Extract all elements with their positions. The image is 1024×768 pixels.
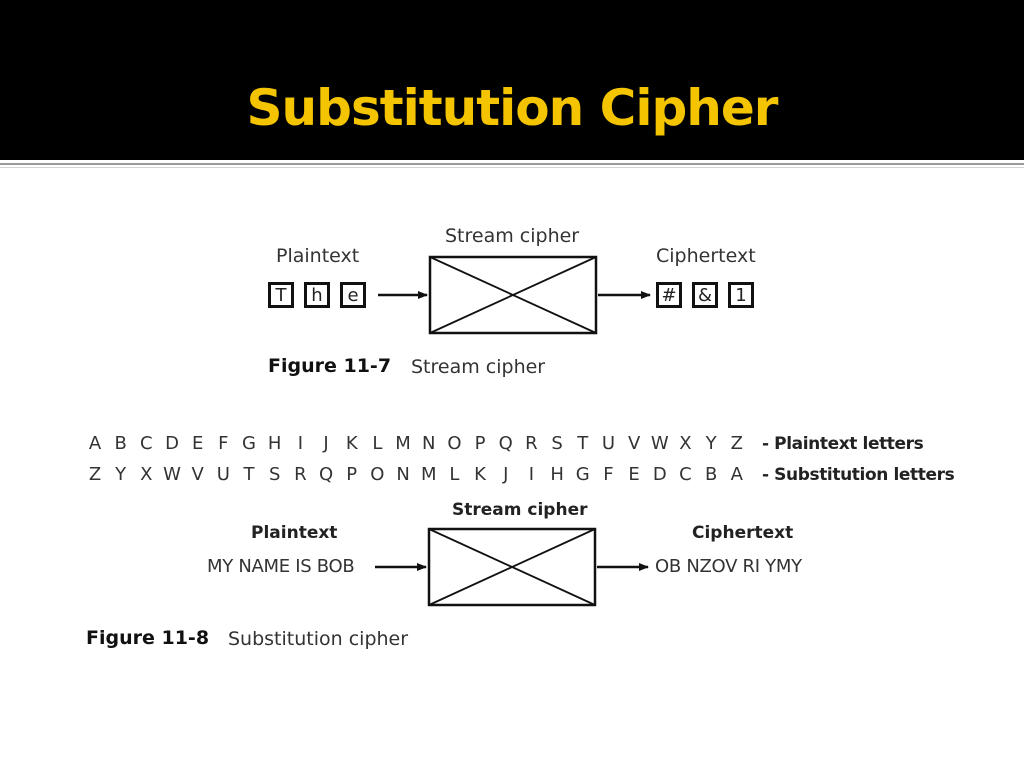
plaintext-letter: R (525, 433, 538, 454)
plaintext-letter: B (114, 433, 127, 454)
substitution-letter: V (191, 464, 204, 485)
plaintext-letter: Z (730, 433, 743, 454)
plaintext-letter: K (345, 433, 358, 454)
figure-caption: Substitution cipher (228, 628, 409, 650)
plaintext-letters-label: - Plaintext letters (762, 434, 924, 454)
ciphertext-label: Ciphertext (656, 245, 756, 267)
substitution-letter: L (449, 464, 460, 485)
box-diagonal (429, 256, 597, 334)
plaintext-letter: F (218, 433, 229, 454)
plaintext-char-box: h (304, 282, 330, 308)
plaintext-letter: W (650, 433, 669, 454)
plaintext-letter: S (551, 433, 563, 454)
plaintext-letter: E (192, 433, 204, 454)
plaintext-letter: J (323, 433, 329, 454)
substitution-letter: I (528, 464, 535, 485)
stream-cipher-box (427, 527, 597, 607)
header-divider-light (0, 167, 1024, 168)
substitution-letter: O (370, 464, 385, 485)
plaintext-letter: Q (498, 433, 513, 454)
substitution-letter: H (550, 464, 564, 485)
box-diagonal (428, 528, 596, 606)
figure-caption: Stream cipher (411, 356, 546, 378)
plaintext-letter: P (474, 433, 486, 454)
plaintext-letter: Y (705, 433, 717, 454)
slide-title: Substitution Cipher (246, 79, 779, 137)
stream-cipher-label: Stream cipher (445, 225, 580, 247)
plaintext-letter: L (372, 433, 383, 454)
figure-11-8-graphic (375, 527, 649, 607)
figure-11-7-graphic (378, 255, 651, 335)
ciphertext-char-box: & (692, 282, 718, 308)
plaintext-letter: H (267, 433, 282, 454)
plaintext-letter: T (577, 433, 589, 454)
substitution-letter: Z (88, 464, 102, 485)
substitution-letter: F (603, 464, 614, 485)
plaintext-letter: G (242, 433, 256, 454)
substitution-letter: T (243, 464, 255, 485)
stream-cipher-label: Stream cipher (452, 500, 588, 520)
substitution-letter: P (346, 464, 358, 485)
substitution-letter: C (679, 464, 692, 485)
ciphertext-label: Ciphertext (692, 523, 794, 543)
substitution-letter: Q (318, 464, 334, 485)
substitution-letter: W (163, 464, 181, 485)
plaintext-letter: U (601, 433, 616, 454)
plaintext-letter: X (679, 433, 692, 454)
plaintext-char-box: e (340, 282, 366, 308)
substitution-letter: E (628, 464, 640, 485)
ciphertext-char-box: 1 (728, 282, 754, 308)
substitution-letter: U (216, 464, 230, 485)
slide-header (0, 0, 1024, 160)
substitution-letter: D (652, 464, 667, 485)
substitution-letter: K (474, 464, 486, 485)
ciphertext-message: OB NZOV RI YMY (655, 556, 802, 577)
substitution-letter: G (575, 464, 590, 485)
plaintext-letter: A (88, 433, 102, 454)
header-divider (0, 163, 1024, 165)
figure-number: Figure 11-7 (268, 355, 392, 377)
substitution-letter: R (294, 464, 307, 485)
substitution-letter: X (140, 464, 153, 485)
substitution-letter: B (704, 464, 718, 485)
plaintext-label: Plaintext (276, 245, 360, 267)
plaintext-letter: V (627, 433, 641, 454)
substitution-letter: S (268, 464, 281, 485)
substitution-letter: A (730, 464, 743, 485)
ciphertext-char-box: # (656, 282, 682, 308)
figure-number: Figure 11-8 (86, 627, 210, 649)
plaintext-letter: D (165, 433, 179, 454)
plaintext-letter: M (395, 433, 411, 454)
substitution-letter: N (396, 464, 410, 485)
plaintext-message: MY NAME IS BOB (207, 556, 355, 577)
substitution-letter: Y (115, 464, 127, 485)
substitution-letters-label: - Substitution letters (762, 465, 955, 485)
substitution-letter: J (503, 464, 509, 485)
plaintext-letter: I (297, 433, 304, 454)
plaintext-char-box: T (268, 282, 294, 308)
plaintext-label: Plaintext (251, 523, 338, 543)
substitution-letter: M (420, 464, 437, 485)
plaintext-letter: C (140, 433, 153, 454)
stream-cipher-box (428, 255, 598, 335)
plaintext-letter: O (447, 433, 462, 454)
plaintext-letter: N (422, 433, 436, 454)
